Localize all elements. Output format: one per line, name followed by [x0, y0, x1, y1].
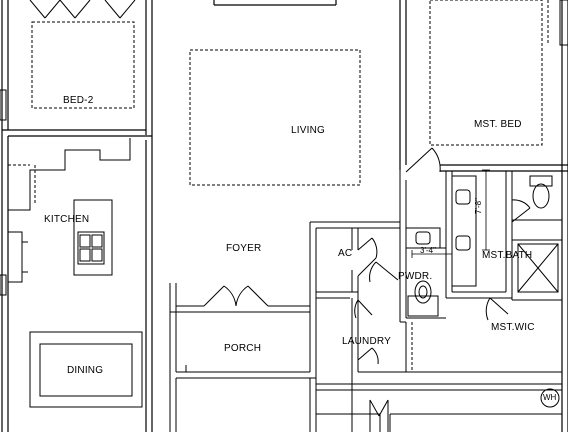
room-label-ac: AC — [338, 248, 353, 259]
lower-walls — [309, 322, 562, 432]
room-label-mst-bed: MST. BED — [474, 119, 522, 130]
dimension-lines — [411, 169, 490, 258]
pwdr-fixtures — [405, 227, 441, 317]
garage-door-mark — [369, 399, 389, 432]
windows — [0, 0, 568, 296]
room-label-dining: DINING — [67, 365, 104, 376]
room-label-porch: PORCH — [224, 343, 262, 354]
living-rug — [189, 49, 361, 186]
entry-doors — [203, 285, 269, 307]
mst-bath-toilet — [529, 175, 553, 209]
kitchen-counters — [7, 138, 131, 283]
room-label-bed2: BED-2 — [63, 95, 94, 106]
kitchen-island-sink — [73, 199, 113, 276]
water-heater-symbol — [540, 388, 560, 408]
room-label-mst-bath: MST.BATH — [482, 250, 533, 261]
mst-bath-door — [511, 199, 531, 223]
mst-bath-shower — [517, 243, 559, 293]
room-label-pwdr: PWDR. — [398, 271, 433, 282]
room-label-kitchen: KITCHEN — [44, 214, 90, 225]
mst-bath-vanity — [451, 175, 477, 287]
room-label-laundry: LAUNDRY — [342, 336, 392, 347]
dining-rug-inner — [39, 343, 133, 397]
bed2-closet-doors — [29, 0, 136, 19]
dimension-label-vertical: 7'-8" — [474, 198, 483, 214]
room-label-living: LIVING — [291, 125, 325, 136]
foyer-porch-walls — [169, 222, 317, 432]
water-heater-label: WH — [543, 393, 557, 402]
ac-door — [357, 237, 378, 277]
mst-bed-bed — [429, 0, 543, 146]
room-label-mst-wic: MST.WIC — [491, 322, 535, 333]
dining-rug-outer — [29, 331, 143, 408]
bed2-bed — [31, 21, 135, 109]
pwdr-door — [369, 261, 399, 283]
laundry-door — [354, 299, 379, 365]
dimension-label-horizontal: 3'-4" — [420, 246, 436, 255]
wic-door — [485, 297, 509, 321]
mst-bed-door — [405, 147, 441, 173]
room-label-foyer: FOYER — [226, 243, 262, 254]
